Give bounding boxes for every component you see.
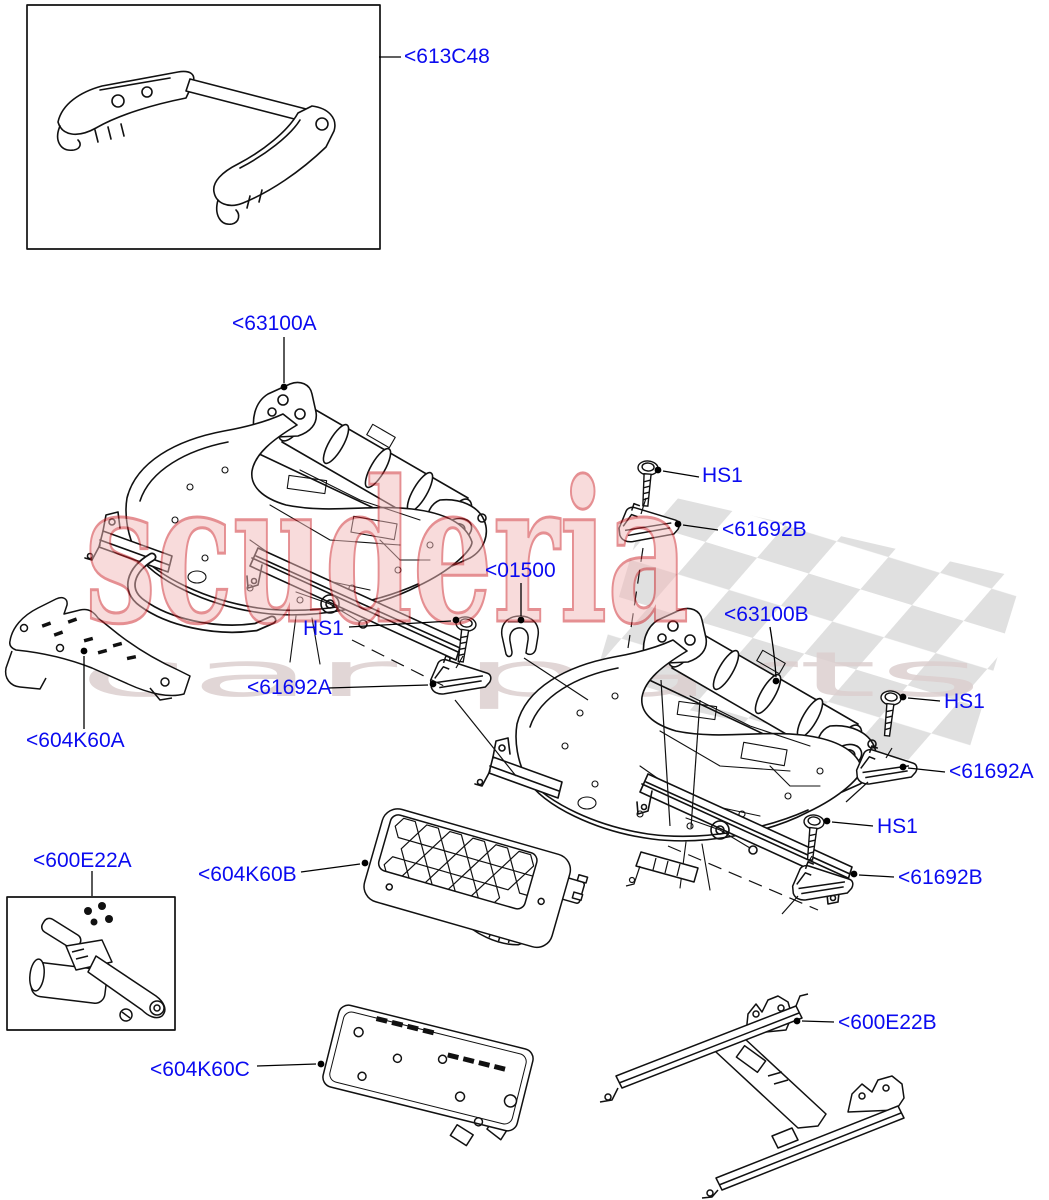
callout-604K60A[interactable]: <604K60A	[26, 729, 125, 752]
callout-613C48[interactable]: <613C48	[404, 45, 490, 68]
part-63100B-drawing	[474, 607, 878, 905]
part-600E22B-drawing	[599, 993, 905, 1199]
callout-600E22B[interactable]: <600E22B	[838, 1011, 937, 1034]
callout-01500[interactable]: <01500	[485, 559, 556, 582]
part-604K60A-drawing	[4, 596, 191, 701]
callout-61692A-left[interactable]: <61692A	[247, 676, 332, 699]
callout-leaders	[80, 56, 946, 1068]
callout-HS1-a[interactable]: HS1	[303, 617, 344, 640]
callout-63100A[interactable]: <63100A	[232, 312, 317, 335]
part-604K60C-drawing	[322, 1004, 534, 1147]
callout-61692A-right[interactable]: <61692A	[949, 760, 1034, 783]
callout-63100B[interactable]: <63100B	[724, 603, 809, 626]
watermark-brand: scuderia	[85, 438, 689, 667]
projection-lines	[351, 497, 893, 915]
callout-HS1-c[interactable]: HS1	[944, 690, 985, 713]
callout-61692B-bottom[interactable]: <61692B	[898, 866, 983, 889]
callout-HS1-d[interactable]: HS1	[877, 815, 918, 838]
part-600E22A-drawing	[6, 896, 176, 1031]
part-613C48-drawing	[26, 4, 381, 250]
callout-604K60C[interactable]: <604K60C	[150, 1058, 250, 1081]
part-604K60B-drawing	[363, 808, 589, 949]
callout-604K60B[interactable]: <604K60B	[198, 863, 297, 886]
part-63100A-drawing	[84, 381, 488, 679]
callout-61692B-top[interactable]: <61692B	[722, 518, 807, 541]
callout-600E22A[interactable]: <600E22A	[33, 849, 132, 872]
callout-HS1-b[interactable]: HS1	[702, 464, 743, 487]
